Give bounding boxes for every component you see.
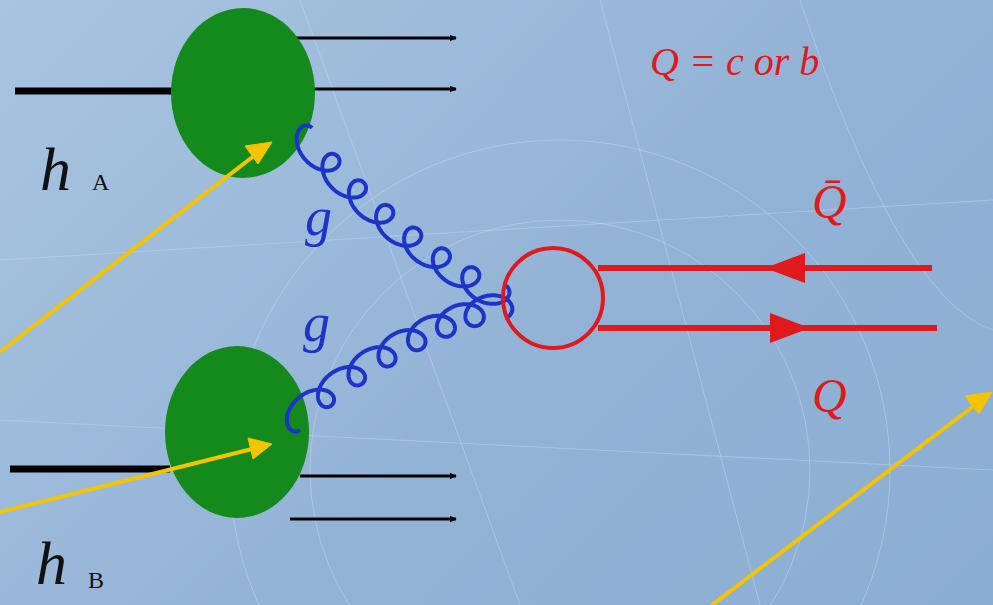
hadron-subscript: A: [92, 170, 109, 194]
quark-arrowhead: [770, 313, 810, 343]
gluon-line: [287, 295, 513, 431]
gluon-label: g: [305, 190, 332, 244]
quark-line: [598, 325, 937, 331]
hadron-subscript: B: [88, 568, 104, 592]
quark-loop: [503, 248, 603, 348]
hadron-symbol: h: [36, 532, 67, 594]
remnant-arrow: [305, 88, 456, 91]
quark-label: Q: [812, 372, 847, 420]
quark-flavour-note: Q = c or b: [650, 42, 819, 82]
pointer-arrow: [0, 142, 992, 605]
antiquark-arrowhead: [765, 253, 805, 283]
remnant-arrow: [290, 518, 456, 521]
remnant-arrow: [300, 475, 456, 478]
hadron-blob: [165, 346, 309, 518]
hadron-blob: [171, 8, 315, 178]
gluon-label: g: [303, 296, 330, 350]
gluon-group: [287, 125, 513, 431]
remnant-arrow: [295, 37, 456, 40]
hadron-line: [15, 88, 178, 95]
antiquark-label: Q̄: [812, 178, 847, 226]
hadron-line: [10, 466, 170, 473]
gluon-line: [297, 125, 510, 303]
hadron-symbol: h: [40, 138, 71, 200]
